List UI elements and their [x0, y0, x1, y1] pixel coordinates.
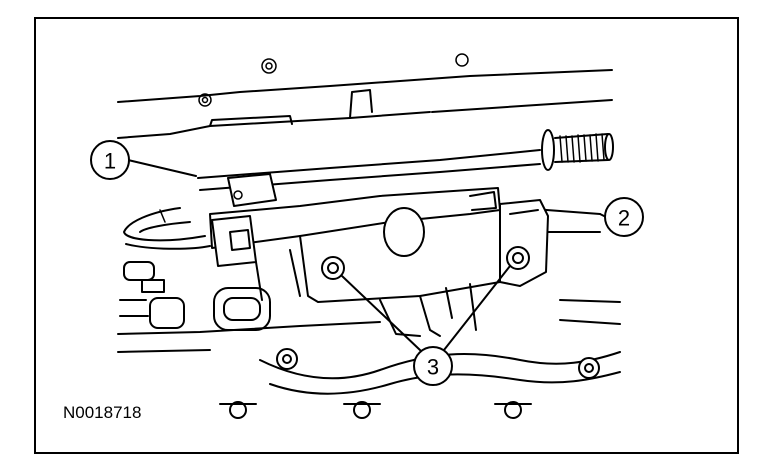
figure-id-label: N0018718 [63, 403, 141, 422]
callout-3: 3 [413, 346, 453, 386]
leader-2 [599, 213, 605, 217]
callout-3-label: 3 [427, 355, 439, 380]
transmission-drawing [117, 53, 621, 419]
callout-2: 2 [604, 197, 644, 237]
callout-2-label: 2 [618, 206, 630, 231]
leader-3b [443, 265, 511, 351]
figure-frame [34, 17, 739, 454]
callout-1-label: 1 [104, 149, 116, 174]
callout-leaders [127, 159, 605, 351]
callout-1: 1 [90, 140, 130, 180]
leader-1 [127, 159, 197, 177]
leader-3a [341, 275, 421, 351]
